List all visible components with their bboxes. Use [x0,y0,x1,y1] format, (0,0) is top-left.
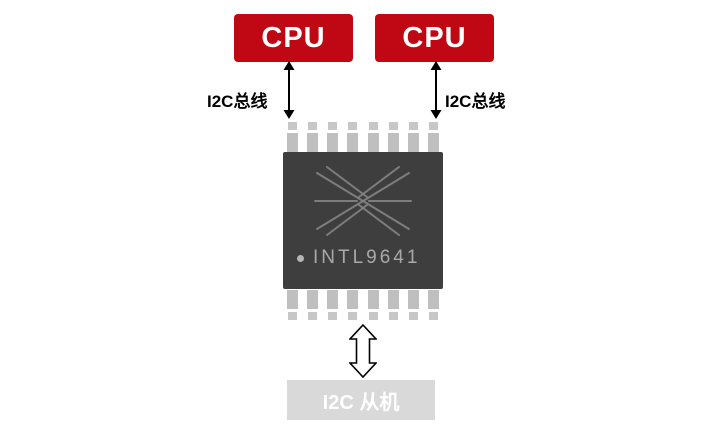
pin-body [307,133,319,152]
pin-body [427,133,439,152]
chip-pin [307,290,319,320]
chip-pin [327,290,339,320]
pin-body [387,290,399,309]
pin-body [307,290,319,309]
chip-pin [287,290,298,320]
pin-body [367,290,379,309]
pin-tip [428,122,438,130]
chip-pin [307,122,319,152]
pin-body [327,290,339,309]
cpu-left-box: CPU [234,14,353,62]
pin-tip [408,122,418,130]
pin-tip [348,312,358,320]
chip-pin [347,122,359,152]
pin-tip [408,312,418,320]
chip-pin [327,122,339,152]
hollow-double-arrow-icon [349,324,377,378]
chip-pins-bottom [287,290,439,320]
pin-body [287,290,298,309]
chip-pin [387,122,399,152]
pin-tip [348,122,358,130]
pin-body [387,133,399,152]
pin-body [327,133,339,152]
chip-pin [387,290,399,320]
chip-pin [367,122,379,152]
pin-tip [428,312,438,320]
pin-tip [288,122,297,130]
double-arrow-right-icon [430,61,442,119]
pin-tip [308,312,318,320]
i2c-bus-right-label: I2C总线 [445,92,506,111]
chip-pins-top [287,122,439,152]
pin-tip [368,312,378,320]
pin-body [347,133,359,152]
pin-body [407,290,419,309]
chip-logo-icon [314,166,412,236]
pin-tip [368,122,378,130]
pin-body [347,290,359,309]
chip-part-number: INTL9641 [313,247,421,268]
pin-body [427,290,439,309]
pin-tip [388,122,398,130]
chip-pin [347,290,359,320]
chip-pin [407,290,419,320]
i2c-bus-left-label: I2C总线 [207,92,268,111]
pin1-dot [297,254,304,262]
pin-body [407,133,419,152]
chip-pin [367,290,379,320]
double-arrow-left-icon [283,61,295,119]
i2c-slave-box: I2C 从机 [287,380,435,420]
chip-body [283,152,443,289]
pin-tip [308,122,318,130]
cpu-right-box: CPU [375,14,494,62]
pin-body [367,133,379,152]
pin-tip [328,312,338,320]
chip-label-group: INTL9641 [297,247,420,269]
pin-tip [288,312,297,320]
pin-body [287,133,298,152]
chip-pin [427,290,439,320]
pin-tip [328,122,338,130]
chip-pin [287,122,298,152]
chip-pin [427,122,439,152]
chip-pin [407,122,419,152]
pin-tip [388,312,398,320]
